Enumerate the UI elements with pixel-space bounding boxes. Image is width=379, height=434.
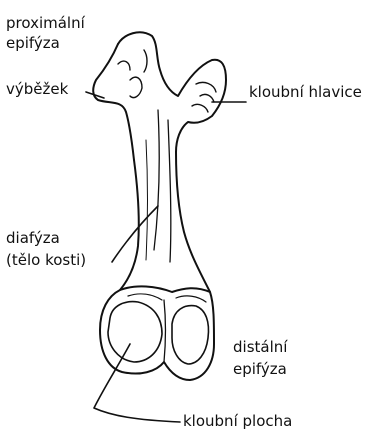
leader-line-diaphysis	[112, 206, 158, 262]
leader-line-articular-surface	[94, 344, 180, 422]
label-distal-epiphysis-line2: epifýza	[233, 360, 287, 378]
label-proximal-epiphysis-line1: proximální	[6, 14, 85, 32]
label-distal-epiphysis-line1: distální	[233, 338, 287, 356]
label-proximal-epiphysis-line2: epifýza	[6, 34, 60, 52]
label-diaphysis-line1: diafýza	[6, 229, 60, 247]
label-articular-surface: kloubní plocha	[183, 412, 292, 430]
diaphysis-right-edge	[176, 152, 210, 292]
label-articular-head: kloubní hlavice	[249, 83, 362, 101]
articular-surface-right	[172, 306, 209, 364]
diaphysis-left-edge	[120, 160, 139, 290]
articular-surface-left	[108, 302, 162, 362]
process-outline	[93, 44, 134, 160]
label-process: výběžek	[6, 80, 68, 98]
proximal-epiphysis-outline	[118, 32, 226, 152]
label-diaphysis-line2: (tělo kosti)	[6, 251, 86, 269]
